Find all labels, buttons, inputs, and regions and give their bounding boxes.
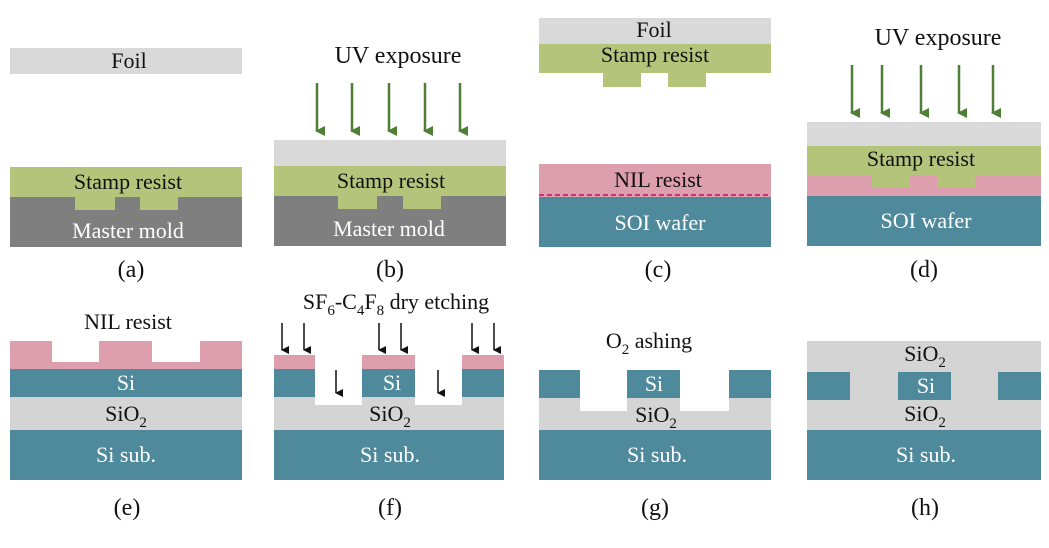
si-block-2 xyxy=(362,369,415,397)
etch-arrows xyxy=(281,323,501,397)
stamp-resist-layer xyxy=(10,167,242,197)
sio2-label: SiO2 xyxy=(904,401,946,431)
foil-label: Foil xyxy=(636,17,671,42)
process-label: O2 ashing xyxy=(606,328,692,358)
stamp-resist-fill-1 xyxy=(338,196,377,209)
soi-wafer-label: SOI wafer xyxy=(614,210,706,235)
panel-caption: (c) xyxy=(645,257,672,283)
sio2-label: SiO2 xyxy=(105,401,147,431)
si-substrate-layer xyxy=(807,430,1041,480)
soi-wafer-label: SOI wafer xyxy=(880,208,972,233)
stamp-resist-tooth-2 xyxy=(937,175,975,188)
si-block-1 xyxy=(274,369,315,397)
stamp-resist-layer xyxy=(274,166,506,196)
panel-caption: (f) xyxy=(378,495,402,521)
nil-resist-block-2 xyxy=(362,355,415,369)
foil-layer xyxy=(10,48,242,74)
stamp-resist-fill-2 xyxy=(140,197,178,210)
panel-e: NIL resist Si SiO2 Si sub. (e) xyxy=(10,309,242,521)
panel-caption: (g) xyxy=(641,495,669,521)
nil-resist-label: NIL resist xyxy=(84,309,172,334)
stamp-resist-label: Stamp resist xyxy=(601,42,709,67)
si-substrate-layer xyxy=(10,430,242,480)
panel-c: Foil Stamp resist NIL resist SOI wafer (… xyxy=(539,17,771,283)
nil-resist-layer xyxy=(539,164,771,197)
nil-resist-label: NIL resist xyxy=(614,167,702,192)
process-label: UV exposure xyxy=(335,43,462,69)
panel-caption: (e) xyxy=(114,495,141,521)
process-label: UV exposure xyxy=(875,25,1002,51)
foil-layer xyxy=(274,140,506,166)
panel-caption: (h) xyxy=(911,495,939,521)
foil-layer xyxy=(807,122,1041,146)
nil-resist-layer xyxy=(807,175,1041,196)
si-block-2 xyxy=(898,372,951,400)
stamp-resist-tooth-2 xyxy=(668,73,706,87)
si-block-1 xyxy=(539,370,580,398)
stamp-resist-label: Stamp resist xyxy=(867,146,975,171)
panel-caption: (d) xyxy=(910,257,938,283)
stamp-resist-label: Stamp resist xyxy=(74,169,182,194)
master-mold xyxy=(274,196,506,246)
si-substrate-layer xyxy=(274,430,504,480)
si-substrate-label: Si sub. xyxy=(896,442,956,467)
stamp-resist-fill-1 xyxy=(75,197,115,210)
panel-g: O2 ashing Si SiO2 Si sub. (g) xyxy=(539,328,771,521)
sio2-top-label: SiO2 xyxy=(904,341,946,371)
stamp-resist-tooth-1 xyxy=(872,175,910,188)
soi-wafer-layer xyxy=(539,197,771,247)
panel-h: SiO2 Si SiO2 Si sub. (h) xyxy=(807,341,1041,521)
foil-layer xyxy=(539,18,771,44)
sio2-box-layer xyxy=(10,397,242,430)
si-device-layer xyxy=(10,369,242,397)
si-label: Si xyxy=(383,370,401,395)
si-block-3 xyxy=(462,369,504,397)
si-substrate-label: Si sub. xyxy=(360,442,420,467)
stamp-resist-layer xyxy=(539,44,771,73)
master-mold-label: Master mold xyxy=(333,216,445,241)
si-label: Si xyxy=(917,373,935,398)
nil-resist-block-1 xyxy=(274,355,315,369)
nil-resist-pattern xyxy=(10,341,242,369)
si-substrate-label: Si sub. xyxy=(627,442,687,467)
sio2-box-layer xyxy=(274,397,504,430)
si-label: Si xyxy=(117,370,135,395)
foil-label: Foil xyxy=(111,48,146,73)
uv-arrows xyxy=(315,83,468,136)
si-label: Si xyxy=(645,371,663,396)
uv-arrows xyxy=(850,65,1001,118)
process-label: SF6-C4F8 dry etching xyxy=(303,289,489,319)
sio2-label: SiO2 xyxy=(369,401,411,431)
stamp-resist-fill-2 xyxy=(403,196,441,209)
si-substrate-label: Si sub. xyxy=(96,442,156,467)
master-mold xyxy=(10,197,242,247)
stamp-resist-tooth-1 xyxy=(603,73,641,87)
si-block-3 xyxy=(998,372,1041,400)
panel-caption: (b) xyxy=(376,257,404,283)
stamp-resist-layer xyxy=(807,146,1041,175)
master-mold-label: Master mold xyxy=(72,218,184,243)
si-substrate-layer xyxy=(539,430,771,480)
sio2-label: SiO2 xyxy=(635,402,677,432)
panel-f: SF6-C4F8 dry etching Si SiO2 Si sub. (f) xyxy=(274,289,504,521)
sio2-box-layer xyxy=(539,398,771,430)
panel-caption: (a) xyxy=(118,257,145,283)
si-block-3 xyxy=(729,370,771,398)
stamp-resist-label: Stamp resist xyxy=(337,168,445,193)
si-block-1 xyxy=(807,372,850,400)
panel-a: Foil Stamp resist Master mold (a) xyxy=(10,48,242,283)
panel-d: UV exposure Stamp resist SOI wafer (d) xyxy=(807,25,1041,283)
nil-resist-block-3 xyxy=(462,355,504,369)
panel-b: UV exposure Stamp resist Master mold (b) xyxy=(274,43,506,283)
soi-wafer-layer xyxy=(807,196,1041,246)
si-block-2 xyxy=(627,370,680,398)
